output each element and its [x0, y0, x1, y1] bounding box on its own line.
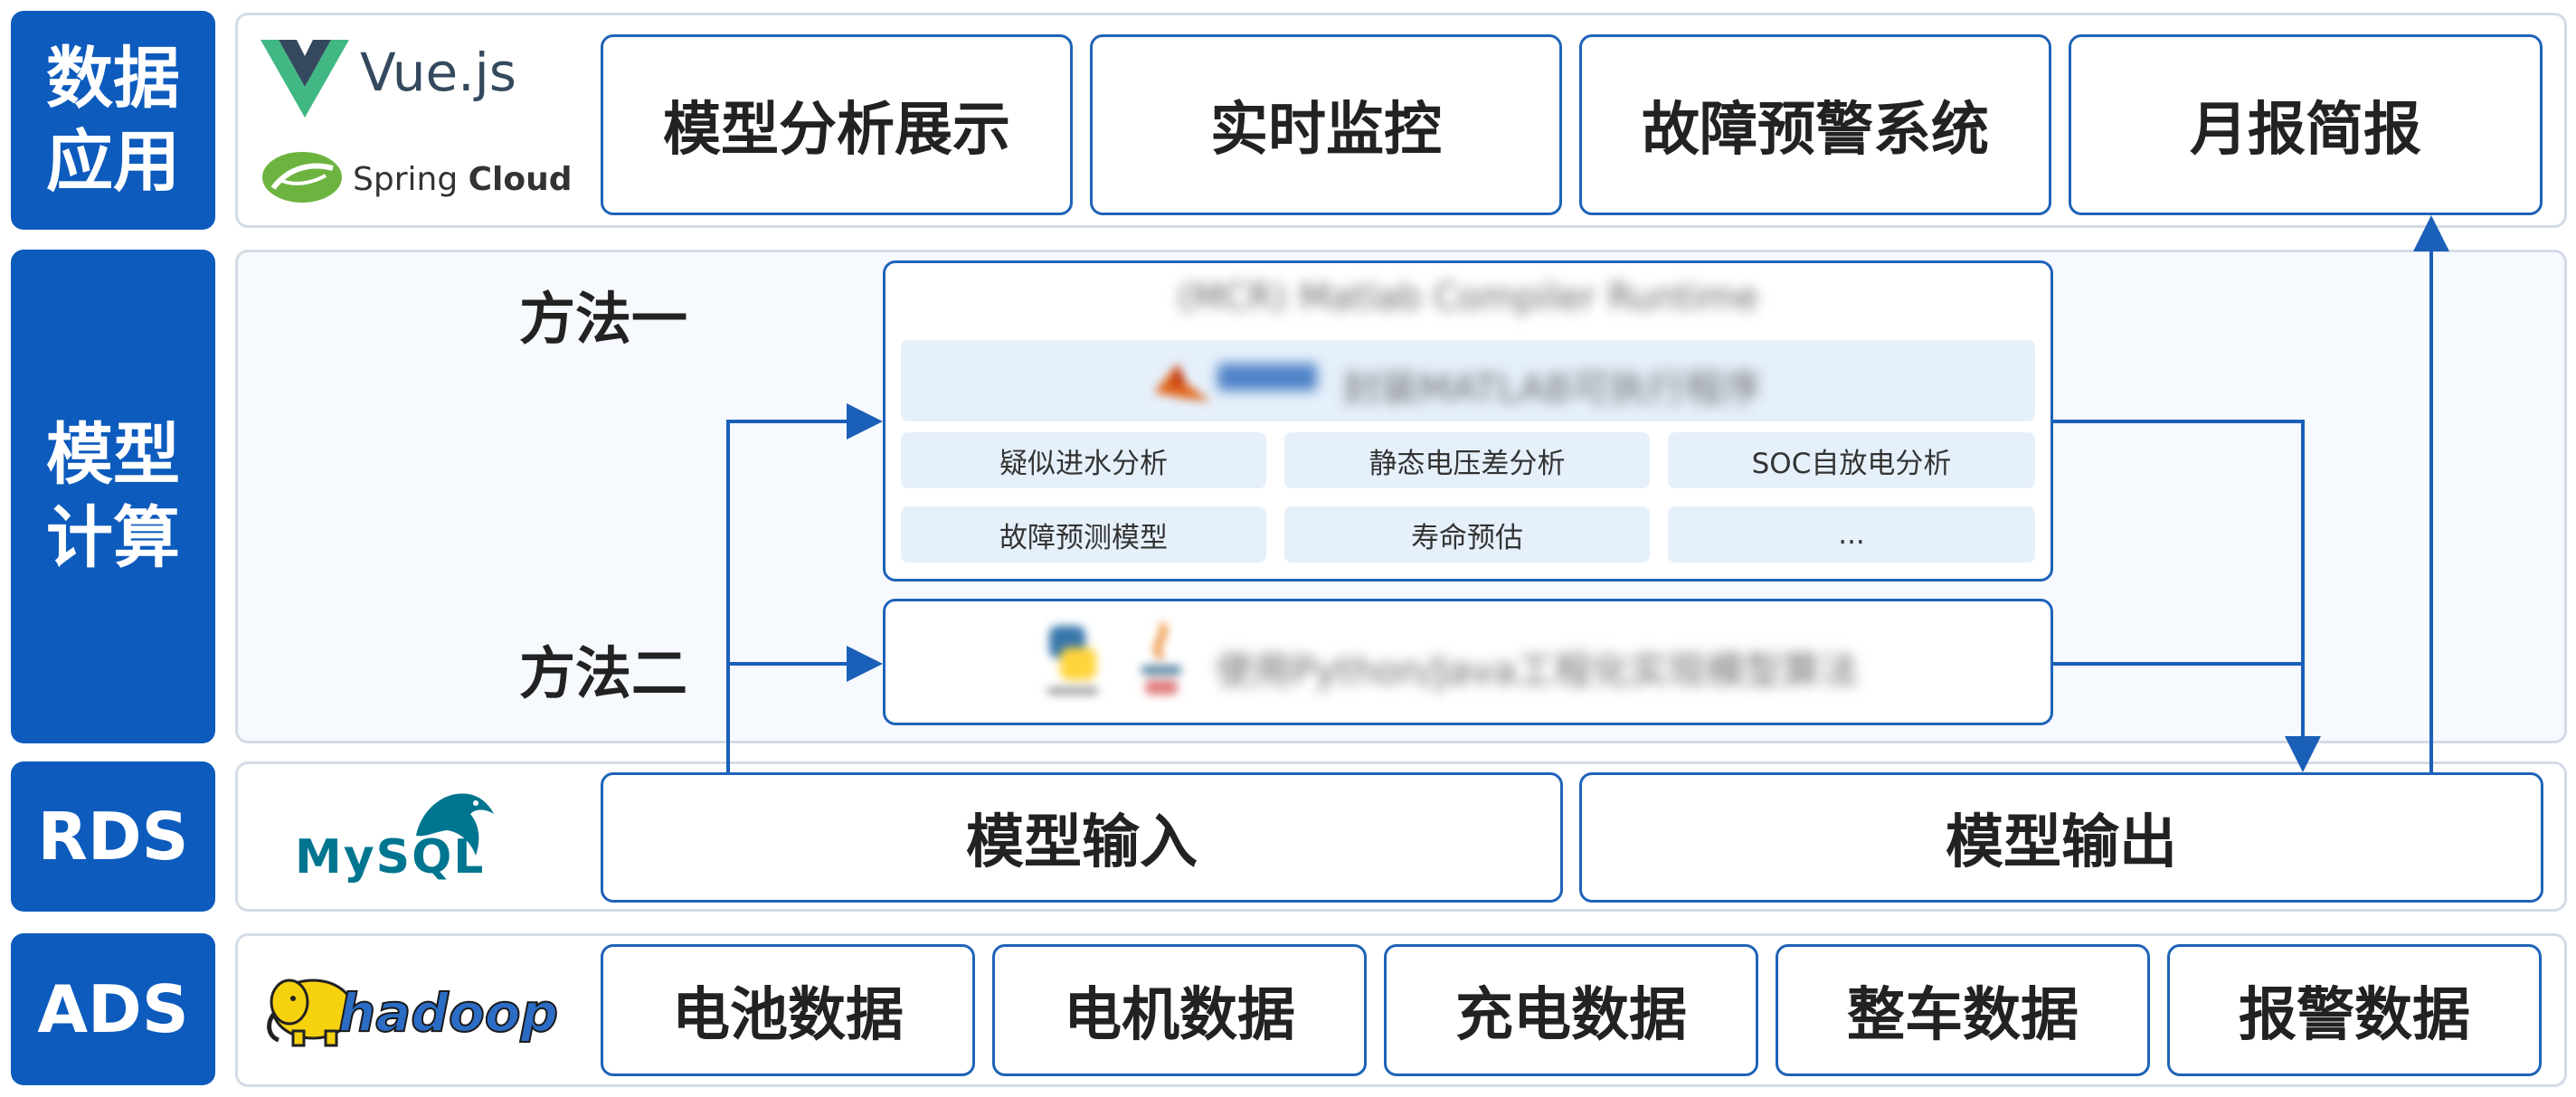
app-box-realtime-monitor: 实时监控 — [1090, 34, 1562, 215]
model-cell-life-estimation: 寿命预估 — [1284, 506, 1650, 563]
hadoop-elephant-icon — [267, 979, 355, 1047]
method-two-text-blurred: 使用Python/Java工程化实现模型算法 — [1216, 648, 1859, 693]
ads-box-battery-data: 电池数据 — [601, 944, 975, 1076]
layer-label-ads: ADS — [11, 933, 215, 1085]
ads-box-motor-data: 电机数据 — [992, 944, 1367, 1076]
layer-label-model-calc-text: 模型 计算 — [46, 416, 180, 577]
model-cell-soc-discharge: SOC自放电分析 — [1668, 432, 2035, 488]
layer-label-model-calc: 模型 计算 — [11, 250, 215, 743]
model-cell-fault-prediction: 故障预测模型 — [901, 506, 1266, 563]
mcr-title-blurred: (MCR) Matlab Compiler Runtime — [1177, 277, 1759, 318]
app-box-model-analysis: 模型分析展示 — [601, 34, 1073, 215]
cloud-text: Cloud — [468, 161, 573, 198]
model-cell-more: ... — [1668, 506, 2035, 563]
app-box-fault-warning: 故障预警系统 — [1579, 34, 2051, 215]
spring-cloud-text: Spring Cloud — [353, 161, 573, 198]
method-one-label: 方法一 — [519, 286, 688, 352]
python-icon — [1047, 626, 1098, 695]
layer-label-data-app: 数据 应用 — [11, 11, 215, 230]
layer-label-rds: RDS — [11, 761, 215, 912]
spring-text: Spring — [353, 161, 459, 198]
hadoop-wordmark: hadoop — [337, 981, 559, 1045]
model-cell-water-ingress: 疑似进水分析 — [901, 432, 1266, 488]
app-box-monthly-report: 月报简报 — [2069, 34, 2543, 215]
vue-logo-icon — [260, 40, 349, 118]
spring-leaf-icon — [262, 152, 342, 203]
arrow-input-to-method-one — [726, 403, 883, 772]
matlab-banner — [901, 340, 2035, 421]
method-two-label: 方法二 — [519, 640, 688, 706]
ads-box-charging-data: 充电数据 — [1384, 944, 1758, 1076]
matlab-wordmark-blurred — [1217, 364, 1317, 391]
arrow-method-one-to-output — [2053, 420, 2321, 772]
vue-logo-text: Vue.js — [360, 42, 516, 103]
mysql-dolphin-icon — [416, 793, 494, 856]
matlab-banner-text-blurred: 封装MATLAB可执行程序 — [1342, 366, 1762, 411]
layer-label-rds-text: RDS — [37, 799, 189, 875]
matlab-icon — [1154, 364, 1210, 402]
rds-box-model-input: 模型输入 — [601, 772, 1563, 903]
layer-label-ads-text: ADS — [37, 971, 189, 1047]
ads-box-vehicle-data: 整车数据 — [1776, 944, 2150, 1076]
ads-box-alarm-data: 报警数据 — [2167, 944, 2542, 1076]
layer-label-data-app-text: 数据 应用 — [46, 40, 180, 201]
rds-box-model-output: 模型输出 — [1579, 772, 2543, 903]
model-cell-static-voltage: 静态电压差分析 — [1284, 432, 1650, 488]
mysql-wordmark: MySQL — [295, 830, 486, 884]
java-icon — [1141, 622, 1181, 695]
